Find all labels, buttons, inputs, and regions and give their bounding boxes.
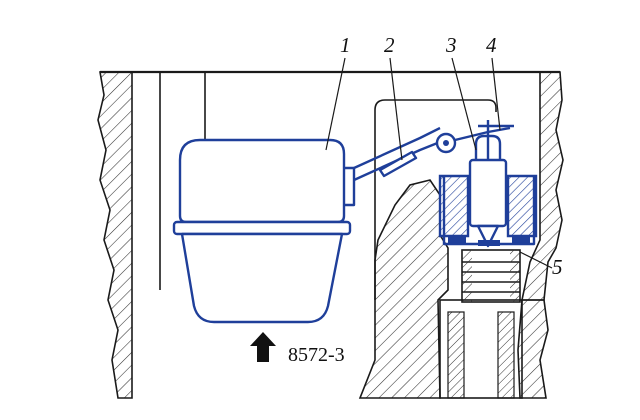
up-arrow-icon xyxy=(250,332,276,362)
float-lower-half xyxy=(180,232,344,324)
float-seam-band xyxy=(172,220,352,236)
lower-right-section xyxy=(517,299,549,399)
seat-outline xyxy=(442,176,536,246)
outlet-pipe-right xyxy=(497,311,515,399)
leader-1 xyxy=(325,57,346,151)
needle-tip xyxy=(476,224,500,248)
float-upper-half xyxy=(178,138,346,224)
reference-code: 8572-3 xyxy=(288,344,345,366)
valve-body-right xyxy=(506,174,538,238)
thread-insert-left-wall xyxy=(462,250,472,302)
needle-valve-assembly xyxy=(438,120,538,248)
float-assembly xyxy=(172,126,511,324)
thread-insert-right-wall xyxy=(510,250,520,302)
valve-body-left xyxy=(438,174,470,238)
callout-5: 5 xyxy=(552,255,563,279)
lever-to-needle xyxy=(454,126,511,142)
pocket-outline xyxy=(374,99,497,300)
reference-mark: 8572-3 xyxy=(250,332,345,366)
callouts: 1 2 3 4 5 xyxy=(340,33,563,279)
lever-tab xyxy=(378,150,418,178)
float-lever-upper xyxy=(353,126,441,170)
housing xyxy=(97,70,564,399)
leader-lines xyxy=(325,57,553,269)
left-wall-section xyxy=(97,71,133,399)
right-wall-section xyxy=(521,71,564,301)
float-lever-lower xyxy=(353,140,441,182)
needle-body xyxy=(468,158,508,228)
seat-body-section xyxy=(358,179,449,399)
leader-5 xyxy=(519,251,553,269)
leader-4 xyxy=(491,57,501,131)
callout-3: 3 xyxy=(445,33,457,57)
leader-2 xyxy=(389,57,403,161)
outlet-pipe-left xyxy=(447,311,465,399)
callout-4: 4 xyxy=(486,33,497,57)
seat-pad-right xyxy=(512,236,530,244)
seat-pad-left xyxy=(448,236,466,244)
callout-1: 1 xyxy=(340,33,351,57)
outlet-channel xyxy=(439,299,523,399)
leader-3 xyxy=(451,57,477,151)
pivot-pin-center xyxy=(443,140,449,146)
callout-2: 2 xyxy=(384,33,395,57)
float-bracket xyxy=(344,166,356,207)
